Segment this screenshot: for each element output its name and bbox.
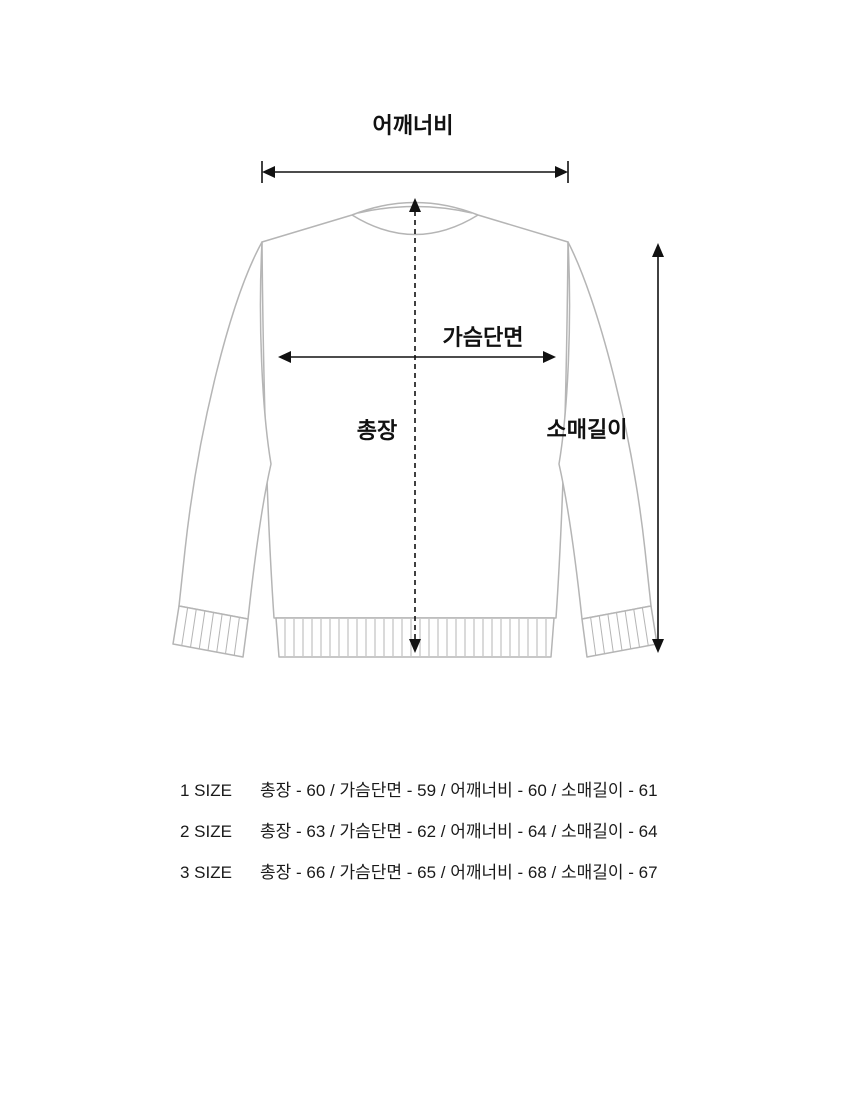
- chest-width-arrow: [278, 351, 556, 363]
- rib-lines: [181, 607, 649, 656]
- total-length-label: 총장: [357, 418, 397, 443]
- size-label: 1 SIZE: [180, 781, 232, 800]
- total-length-arrow: [409, 198, 421, 653]
- sweater-left-sleeve: [178, 241, 272, 620]
- size-label: 2 SIZE: [180, 822, 232, 841]
- sweater-measurement-diagram: 어깨너비 가슴단면 총장 소매길이: [172, 113, 664, 658]
- chest-width-label: 가슴단면: [443, 325, 524, 350]
- size-label: 3 SIZE: [180, 863, 232, 882]
- sleeve-length-label: 소매길이: [547, 417, 628, 442]
- dimension-labels: 어깨너비 가슴단면 총장 소매길이: [357, 113, 628, 443]
- sleeve-length-arrow: [652, 243, 664, 653]
- size-specs: 총장 - 63 / 가슴단면 - 62 / 어깨너비 - 64 / 소매길이 -…: [260, 822, 658, 841]
- size-row-1: 1 SIZE 총장 - 60 / 가슴단면 - 59 / 어깨너비 - 60 /…: [0, 770, 860, 811]
- size-specs: 총장 - 66 / 가슴단면 - 65 / 어깨너비 - 68 / 소매길이 -…: [260, 863, 658, 882]
- size-row-2: 2 SIZE 총장 - 63 / 가슴단면 - 62 / 어깨너비 - 64 /…: [0, 811, 860, 852]
- sweater-right-sleeve: [558, 241, 652, 620]
- size-table: 1 SIZE 총장 - 60 / 가슴단면 - 59 / 어깨너비 - 60 /…: [0, 770, 860, 893]
- size-specs: 총장 - 60 / 가슴단면 - 59 / 어깨너비 - 60 / 소매길이 -…: [260, 781, 658, 800]
- shoulder-width-label: 어깨너비: [373, 113, 454, 138]
- sweater-collar-front: [351, 214, 479, 236]
- shoulder-width-arrow: [261, 161, 569, 183]
- size-row-3: 3 SIZE 총장 - 66 / 가슴단면 - 65 / 어깨너비 - 68 /…: [0, 852, 860, 893]
- dimension-arrows: [261, 161, 664, 653]
